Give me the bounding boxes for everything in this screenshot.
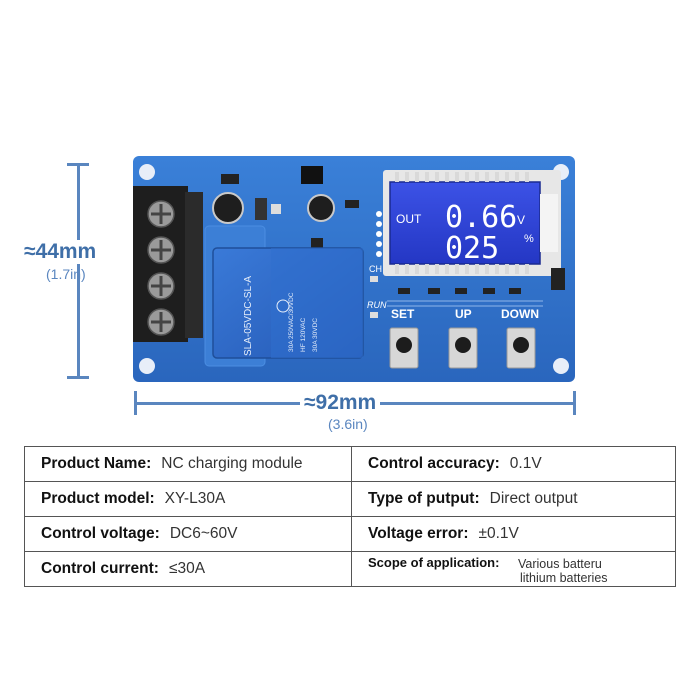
width-dimension-cap-left xyxy=(134,391,137,415)
svg-text:30A 250VAC/30VDC: 30A 250VAC/30VDC xyxy=(288,292,295,352)
spec-label: Type of putput: xyxy=(368,490,480,507)
mounting-hole xyxy=(139,358,155,374)
pcb-traces xyxy=(387,300,543,307)
component xyxy=(271,204,281,214)
spec-table: Product Name: NC charging module Control … xyxy=(24,446,676,587)
spec-value: ±0.1V xyxy=(478,525,519,542)
resistor-row xyxy=(398,288,521,294)
lcd-percent-value: 025 xyxy=(445,231,499,266)
component xyxy=(345,200,359,208)
run-label: RUN xyxy=(367,300,387,310)
spec-label: Control voltage: xyxy=(41,525,160,542)
spec-label: Scope of application: xyxy=(368,555,500,570)
spec-label: Product Name: xyxy=(41,455,152,472)
height-dimension-sub: (1.7in) xyxy=(46,266,86,282)
set-button[interactable] xyxy=(389,327,419,369)
down-button[interactable] xyxy=(506,327,536,369)
terminal-block xyxy=(133,186,203,342)
svg-text:HF 120VAC: HF 120VAC xyxy=(300,317,307,352)
transistor xyxy=(311,238,323,248)
width-dimension-label: ≈92mm xyxy=(300,391,381,415)
table-row: Product Name: NC charging module Control … xyxy=(24,446,676,482)
spec-label: Product model: xyxy=(41,490,155,507)
height-dimension-cap-bottom xyxy=(67,376,89,379)
spec-value: 0.1V xyxy=(509,455,542,472)
spec-label: Voltage error: xyxy=(368,525,469,542)
table-row: Product model: XY-L30A Type of putput: Dir… xyxy=(24,481,676,517)
svg-text:SLA-05VDC-SL-A: SLA-05VDC-SL-A xyxy=(243,276,254,356)
height-dimension-line xyxy=(77,164,80,378)
lcd-voltage-unit: V xyxy=(517,213,525,227)
spec-value: Various batteru xyxy=(518,557,602,571)
up-button[interactable] xyxy=(448,327,478,369)
lcd-percent-unit: % xyxy=(524,233,534,245)
height-dimension-label: ≈44mm xyxy=(20,240,101,264)
svg-text:30A 30VDC: 30A 30VDC xyxy=(312,318,319,352)
lcd-out-label: OUT xyxy=(396,212,422,226)
mounting-hole xyxy=(553,358,569,374)
header-pins xyxy=(376,211,382,257)
spec-value: Direct output xyxy=(489,490,578,507)
led xyxy=(370,312,378,318)
table-row: Control voltage: DC6~60V Voltage error: ±0… xyxy=(24,516,676,552)
height-dimension-cap-top xyxy=(67,163,89,166)
width-dimension-cap-right xyxy=(573,391,576,415)
spec-value: ≤30A xyxy=(168,560,206,577)
capacitor xyxy=(212,192,244,224)
up-label: UP xyxy=(455,307,472,321)
table-row: Control current: ≤30A Scope of applicatio… xyxy=(24,551,676,587)
width-dimension-sub: (3.6in) xyxy=(328,416,368,432)
spec-label: Control accuracy: xyxy=(368,455,500,472)
lcd-display: OUT 0.66 V 025 % xyxy=(383,170,561,276)
lcd-voltage-value: 0.66 xyxy=(445,200,517,235)
spec-value: DC6~60V xyxy=(169,525,238,542)
set-label: SET xyxy=(391,307,415,321)
spec-value: NC charging module xyxy=(161,455,303,472)
charging-module-board: SLA-05VDC-SL-A 30A 250VAC/30VDC HF 120VA… xyxy=(133,156,575,382)
down-label: DOWN xyxy=(501,307,539,321)
ic-chip xyxy=(301,166,323,184)
capacitor xyxy=(307,194,335,222)
spec-value-line2: lithium batteries xyxy=(520,571,608,585)
ch-label: CH xyxy=(369,264,382,274)
scope-cell: Scope of application: Various batteru li… xyxy=(368,552,675,586)
spec-label: Control current: xyxy=(41,560,159,577)
ic-chip xyxy=(551,268,565,290)
spec-value: XY-L30A xyxy=(164,490,226,507)
led xyxy=(370,276,378,282)
mounting-hole xyxy=(139,164,155,180)
relay: SLA-05VDC-SL-A 30A 250VAC/30VDC HF 120VA… xyxy=(212,247,364,359)
component xyxy=(221,174,239,184)
diode xyxy=(255,198,267,220)
